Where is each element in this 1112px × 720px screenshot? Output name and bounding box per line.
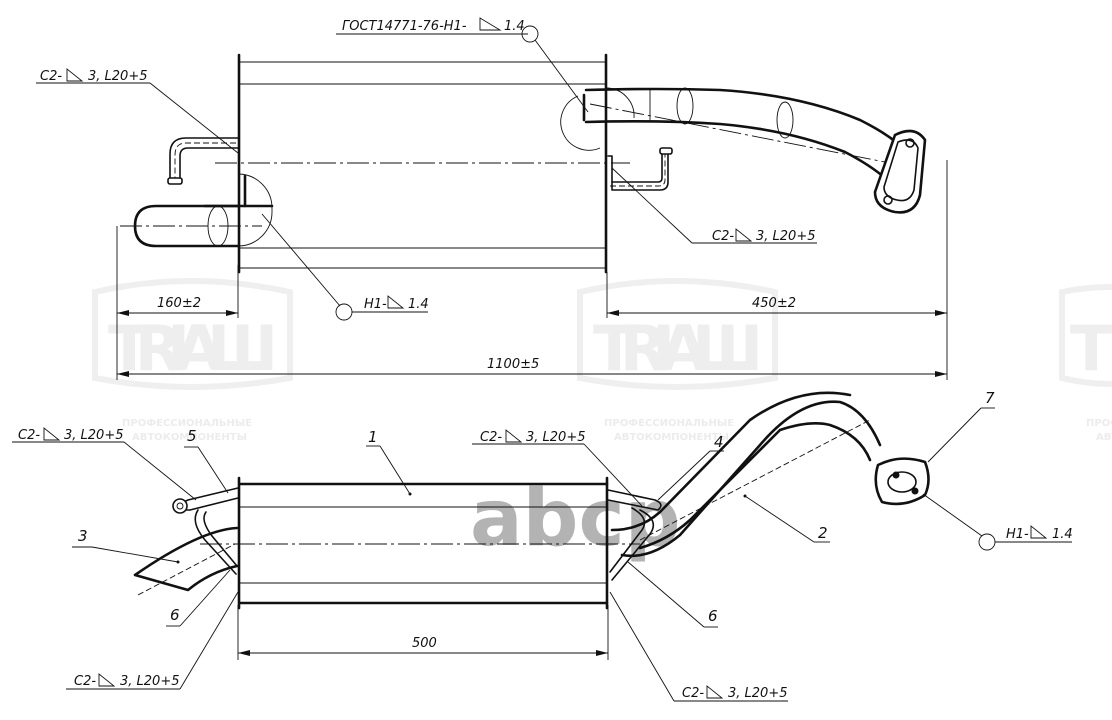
dimension-1100: 1100±5	[117, 357, 947, 377]
svg-text:C2-: C2-	[480, 430, 502, 445]
watermark-brand-text: TRIALLI	[1070, 312, 1112, 385]
weld-callout-top-left: C2- 3, L20+5	[36, 68, 239, 154]
weld-callout-flange: H1- 1.4	[922, 493, 1073, 551]
watermark-subtitle-left: ПРОФЕССИОНАЛЬНЫЕ АВТОКОМПОНЕНТЫ	[122, 418, 252, 443]
svg-text:АВТОКОМПОНЕНТЫ: АВТОКОМПОНЕНТЫ	[1096, 432, 1112, 443]
weld-symbol-icon	[505, 429, 523, 443]
callout-2: 2	[743, 494, 830, 543]
svg-text:1.4: 1.4	[1052, 527, 1073, 542]
weld-symbol-icon	[43, 427, 61, 441]
svg-text:H1-: H1-	[1006, 527, 1029, 542]
hanger-front-right	[607, 489, 662, 581]
svg-text:C2-: C2-	[40, 69, 62, 84]
svg-text:ПРОФЕССИОНАЛЬНЫЕ: ПРОФЕССИОНАЛЬНЫЕ	[122, 418, 252, 429]
tailpipe-front	[133, 526, 239, 596]
svg-text:H1-: H1-	[364, 297, 387, 312]
svg-text:3, L20+5: 3, L20+5	[88, 69, 147, 84]
weld-symbol-icon	[387, 295, 405, 309]
weld-callout-inlet: H1- 1.4	[261, 213, 429, 321]
callout-6-number: 6	[170, 606, 180, 624]
hanger-top-right	[607, 147, 673, 191]
inlet-pipe-top	[560, 87, 907, 180]
weld-symbol-icon	[479, 17, 502, 31]
weld-gost-label: ГОСТ14771-76-H1-	[342, 19, 467, 34]
flange-top	[873, 129, 927, 214]
watermark-trialli-center: TRIALLI	[577, 278, 778, 390]
dimension-body-length: 500	[412, 636, 437, 651]
dimension-500: 500	[237, 605, 609, 660]
callout-3: 3	[72, 527, 180, 564]
weld-symbol-icon	[66, 68, 84, 82]
svg-text:3, L20+5: 3, L20+5	[526, 430, 585, 445]
callout-1-number: 1	[368, 428, 378, 446]
callout-4-number: 4	[714, 433, 724, 451]
watermark-abcp-logo: abcp	[470, 474, 681, 564]
callout-7-number: 7	[985, 389, 995, 407]
svg-text:1.4: 1.4	[408, 297, 429, 312]
svg-text:ПРОФЕССИОНАЛЬНЫЕ: ПРОФЕССИОНАЛЬНЫЕ	[1086, 418, 1112, 429]
svg-text:1.4: 1.4	[504, 19, 525, 34]
svg-text:3, L20+5: 3, L20+5	[120, 674, 179, 689]
svg-text:C2-: C2-	[682, 686, 704, 701]
callout-1: 1	[366, 428, 412, 496]
inlet-pipe-front	[610, 391, 882, 558]
weld-symbol-icon	[98, 673, 116, 687]
weld-symbol-icon	[735, 228, 753, 242]
watermark-subtitle-center: ПРОФЕССИОНАЛЬНЫЕ АВТОКОМПОНЕНТЫ	[604, 418, 734, 443]
callout-6-left: 6	[166, 569, 231, 627]
top-view: ГОСТ14771-76-H1- 1.4 C2- 3, L20+5 C2- 3,…	[36, 17, 948, 380]
svg-text:3, L20+5: 3, L20+5	[64, 428, 123, 443]
dimension-450: 450±2	[606, 160, 948, 380]
dimension-160: 160±2	[116, 226, 239, 380]
weld-symbol-icon	[706, 685, 724, 699]
dimension-overall-length: 1100±5	[487, 357, 539, 372]
callout-7: 7	[927, 389, 995, 463]
tailpipe-top	[120, 173, 274, 248]
watermark-subtitle-right: ПРОФЕССИОНАЛЬНЫЕ АВТОКОМПОНЕНТЫ	[1086, 418, 1112, 443]
weld-callout-front-bottom-left: C2- 3, L20+5	[66, 591, 239, 690]
muffler-body-front	[200, 476, 640, 610]
svg-text:C2-: C2-	[18, 428, 40, 443]
weld-callout-front-top-right: C2- 3, L20+5	[472, 429, 643, 507]
callout-4: 4	[657, 433, 724, 501]
watermark-trialli-right: TRIALLI	[1059, 284, 1112, 387]
callout-5-number: 5	[187, 427, 197, 445]
svg-text:C2-: C2-	[712, 229, 734, 244]
weld-callout-gost: ГОСТ14771-76-H1- 1.4	[336, 17, 589, 113]
weld-callout-top-right: C2- 3, L20+5	[611, 167, 817, 244]
callout-2-number: 2	[818, 524, 828, 542]
svg-text:C2-: C2-	[74, 674, 96, 689]
svg-text:3, L20+5: 3, L20+5	[756, 229, 815, 244]
flange-front	[874, 457, 930, 506]
weld-callout-front-bottom-right: C2- 3, L20+5	[609, 591, 788, 702]
callout-6-right: 6	[627, 561, 718, 628]
dimension-left-offset: 160±2	[157, 296, 201, 311]
muffler-body-top	[215, 53, 630, 274]
front-view: abcp	[12, 389, 1073, 702]
svg-text:АВТОКОМПОНЕНТЫ: АВТОКОМПОНЕНТЫ	[614, 432, 729, 443]
svg-text:АВТОКОМПОНЕНТЫ: АВТОКОМПОНЕНТЫ	[132, 432, 247, 443]
svg-text:ПРОФЕССИОНАЛЬНЫЕ: ПРОФЕССИОНАЛЬНЫЕ	[604, 418, 734, 429]
weld-callout-front-top-left: C2- 3, L20+5	[12, 427, 197, 501]
hanger-top-left	[167, 137, 239, 185]
svg-text:3, L20+5: 3, L20+5	[728, 686, 787, 701]
hanger-front-left	[172, 487, 239, 575]
callout-6-number: 6	[708, 607, 718, 625]
dimension-right-offset: 450±2	[752, 296, 796, 311]
callout-3-number: 3	[78, 527, 88, 545]
weld-symbol-icon	[1030, 525, 1048, 539]
callout-5: 5	[184, 427, 229, 494]
